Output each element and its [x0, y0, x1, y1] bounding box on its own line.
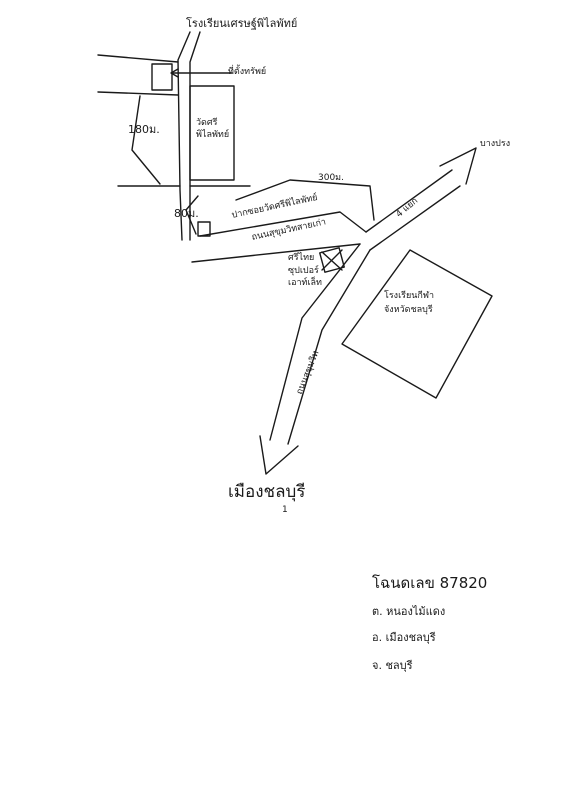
label-to-bang-prong: บางปรง: [480, 139, 511, 149]
deed-province: จ. ชลบุรี: [372, 659, 413, 672]
label-outlet: ศรีไทย ซุปเปอร์ เอาท์เล็ท: [288, 253, 322, 289]
label-temple: วัดศรีพิไลพัทย์: [196, 118, 230, 140]
label-nameplate: ที่ตั้งทรัพย์: [228, 67, 267, 77]
label-dist-300: 300ม.: [318, 173, 344, 183]
page-number: 1: [282, 505, 288, 515]
deed-subdistrict: ต. หนองไม้แดง: [372, 605, 446, 618]
side-road-top: [97, 54, 179, 63]
arrow-to-bang-prong: [439, 147, 477, 185]
outlet-marker: [319, 247, 345, 273]
main-road-upper-edge: [365, 169, 453, 233]
old-sukhumvit-lower: [191, 243, 361, 263]
deed-district: อ. เมืองชลบุรี: [372, 631, 436, 644]
side-road-bottom: [97, 91, 179, 96]
label-school-top: โรงเรียนเศรษฐ์พิไลพัทย์: [186, 17, 298, 30]
label-sports-school: โรงเรียนกีฬาจังหวัดชลบุรี: [384, 291, 435, 315]
label-dist-180: 180ม.: [128, 123, 160, 136]
arrow-to-chonburi: [259, 435, 299, 475]
bracket-180m: [131, 95, 161, 185]
main-road-lower-edge: [369, 185, 461, 251]
old-sukhumvit-upper: [199, 211, 367, 237]
bracket-300m: [235, 179, 375, 221]
label-chonburi-city: เมืองชลบุรี: [228, 482, 306, 502]
sports-school-block: [341, 249, 493, 399]
bracket-80m: [185, 195, 199, 235]
deed-number: โฉนดเลข 87820: [372, 574, 488, 592]
temple-block: [189, 85, 235, 181]
soi-road-left-edge: [177, 31, 191, 241]
sukhumvit-road-right-edge: [287, 249, 371, 445]
label-dist-80: 80ม.: [174, 207, 199, 220]
property-plot: [151, 63, 173, 91]
